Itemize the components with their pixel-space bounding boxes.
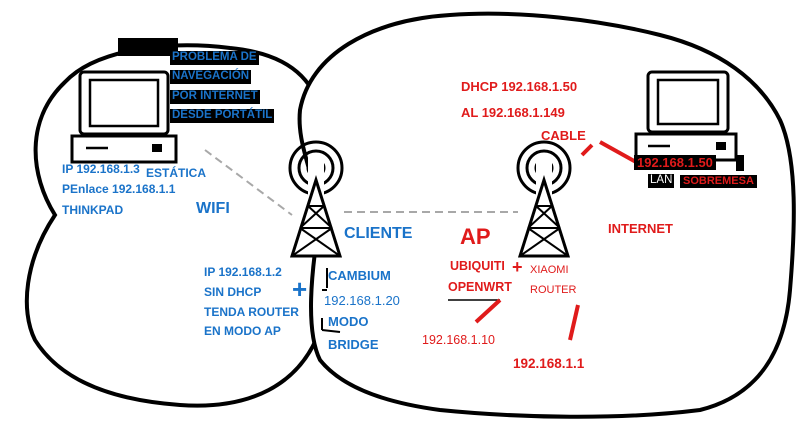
problem-line-3: POR INTERNET: [170, 90, 260, 104]
desktop-ip: 192.168.1.50: [634, 155, 716, 170]
ubiquiti-ip: 192.168.1.10: [422, 333, 495, 347]
laptop-gateway: PEnlace 192.168.1.1: [62, 182, 176, 196]
problem-line-1: PROBLEMA DE: [170, 51, 259, 65]
laptop-model: THINKPAD: [62, 203, 124, 217]
bridge-label: BRIDGE: [328, 337, 379, 352]
black-mark: [736, 155, 744, 171]
modo-label: MODO: [328, 314, 369, 329]
openwrt-label: OPENWRT: [448, 280, 512, 294]
dhcp-range-line-2: AL 192.168.1.149: [461, 105, 565, 120]
cable-label: CABLE: [541, 128, 586, 143]
router-ip: 192.168.1.1: [513, 356, 585, 371]
cambium-ip: 192.168.1.20: [324, 293, 400, 308]
wifi-label: WIFI: [196, 200, 230, 217]
xiaomi-label: XIAOMI: [530, 264, 569, 276]
antenna-tower-icon: [288, 140, 344, 258]
dhcp-range-line-1: DHCP 192.168.1.50: [461, 79, 578, 94]
ap-plus: +: [512, 257, 523, 277]
laptop-ip: IP 192.168.1.3: [62, 162, 140, 176]
ubiquiti-ip-line: [474, 298, 502, 324]
laptop-estatica: ESTÁTICA: [146, 166, 206, 180]
client-cfg-mode: EN MODO AP: [204, 324, 281, 338]
cable-line: [580, 143, 594, 157]
client-cfg-tenda: TENDA ROUTER: [204, 305, 299, 319]
internet-label: INTERNET: [608, 221, 673, 236]
ubiquiti-label: UBIQUITI: [450, 259, 505, 273]
client-label: CLIENTE: [344, 225, 413, 242]
computer-icon: [70, 70, 178, 164]
antenna-tower-icon: [516, 140, 572, 258]
router-label: ROUTER: [530, 284, 577, 296]
cambium-label: CAMBIUM: [328, 268, 391, 283]
problem-line-2: NAVEGACIÓN: [170, 70, 252, 84]
cable-line: [599, 140, 637, 164]
problem-line-4: DESDE PORTÁTIL: [170, 109, 275, 123]
black-blob: [118, 38, 178, 56]
lan-label: LAN: [648, 174, 675, 188]
computer-icon: [634, 70, 738, 162]
client-cfg-ip: IP 192.168.1.2: [204, 265, 282, 279]
wifi-link-laptop: [204, 149, 293, 216]
router-ip-line: [568, 304, 580, 341]
ap-label: AP: [460, 224, 491, 249]
client-plus: +: [292, 274, 308, 304]
sobremesa-label: SOBREMESA: [680, 175, 757, 188]
client-cfg-dhcp: SIN DHCP: [204, 285, 262, 299]
